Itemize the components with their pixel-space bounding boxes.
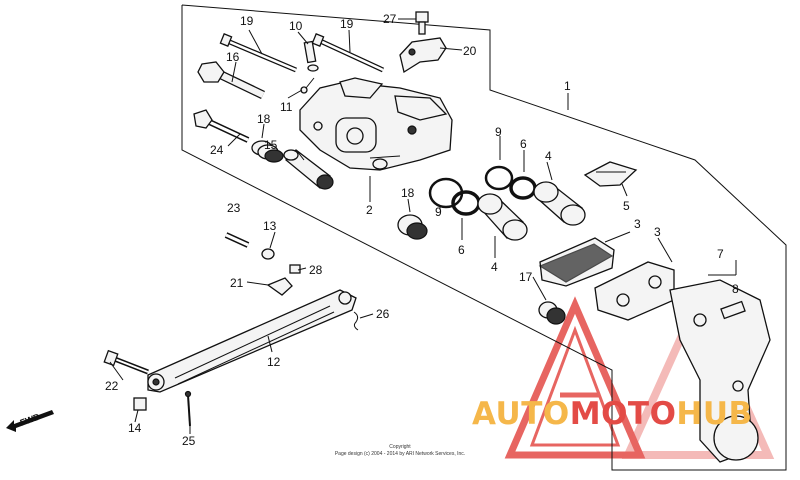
callout-3a: 3 bbox=[634, 217, 641, 231]
callout-21: 21 bbox=[230, 276, 244, 290]
callout-13: 13 bbox=[263, 219, 277, 233]
pin-8 bbox=[720, 300, 746, 320]
bracket-20 bbox=[399, 37, 447, 74]
copyright-line-2: Page design (c) 2004 - 2014 by ARI Netwo… bbox=[334, 451, 466, 457]
caliper-bracket-7 bbox=[669, 279, 771, 463]
callout-18a: 18 bbox=[257, 112, 271, 126]
caliper-body-2 bbox=[299, 77, 453, 171]
callout-25: 25 bbox=[182, 434, 196, 448]
nut-13 bbox=[261, 248, 275, 260]
callout-26: 26 bbox=[376, 307, 390, 321]
watermark-part-auto: AUTO bbox=[472, 396, 570, 432]
pad-spring-5 bbox=[583, 161, 638, 187]
callout-9a: 9 bbox=[495, 125, 502, 139]
fwd-indicator: FWD bbox=[4, 406, 56, 432]
callout-6a: 6 bbox=[520, 137, 527, 151]
callout-9b: 9 bbox=[435, 205, 442, 219]
pin-16 bbox=[197, 61, 265, 100]
copyright-notice: Copyright Page design (c) 2004 - 2014 by… bbox=[300, 444, 500, 458]
callout-28: 28 bbox=[309, 263, 323, 277]
callout-11: 11 bbox=[280, 100, 293, 114]
nut-14 bbox=[133, 397, 147, 411]
clip-26 bbox=[353, 311, 359, 331]
piston-4-left bbox=[477, 193, 528, 241]
callout-18b: 18 bbox=[401, 186, 415, 200]
callout-6b: 6 bbox=[458, 243, 465, 257]
fwd-arrow-icon: FWD bbox=[6, 410, 54, 432]
bolt-24 bbox=[193, 109, 250, 143]
callout-27: 27 bbox=[383, 12, 397, 26]
callout-12: 12 bbox=[267, 355, 281, 369]
seals-9-6-right bbox=[484, 165, 537, 200]
callout-labels: 1 2 3 3 4 4 5 6 6 7 8 9 9 10 11 12 13 14… bbox=[105, 12, 739, 448]
bolt-19-left bbox=[219, 33, 297, 73]
callout-20: 20 bbox=[463, 44, 477, 58]
leader-lines bbox=[109, 18, 737, 434]
bolt-19-right bbox=[311, 33, 385, 73]
callout-2: 2 bbox=[366, 203, 373, 217]
bolt-22 bbox=[103, 349, 149, 375]
bleeder-valve-10 bbox=[300, 40, 319, 94]
watermark-text: AUTOMOTOHUB bbox=[472, 396, 753, 432]
callout-14: 14 bbox=[128, 421, 142, 435]
boot-17 bbox=[538, 301, 566, 325]
brake-pad-3-front bbox=[538, 237, 615, 287]
callout-19a: 19 bbox=[240, 14, 254, 28]
callout-22: 22 bbox=[105, 379, 119, 393]
bolt-27 bbox=[415, 11, 429, 35]
callout-17: 17 bbox=[519, 270, 533, 284]
copyright-line-1: Copyright bbox=[389, 444, 411, 450]
brake-pad-3-rear bbox=[594, 261, 675, 321]
callout-10: 10 bbox=[289, 19, 303, 33]
bracket-21 bbox=[266, 277, 293, 296]
callout-1: 1 bbox=[564, 79, 571, 93]
callout-5: 5 bbox=[623, 199, 630, 213]
torque-rod-12 bbox=[147, 289, 357, 393]
assembly-boundary bbox=[181, 4, 787, 471]
callout-23: 23 bbox=[227, 201, 241, 215]
bolt-23 bbox=[224, 232, 250, 248]
callout-24: 24 bbox=[210, 143, 224, 157]
callout-19b: 19 bbox=[340, 17, 354, 31]
callout-15: 15 bbox=[264, 138, 278, 152]
callout-4a: 4 bbox=[545, 149, 552, 163]
watermark-part-moto: MOTO bbox=[569, 396, 677, 432]
callout-4b: 4 bbox=[491, 260, 498, 274]
sleeve-15 bbox=[283, 149, 334, 190]
callout-16: 16 bbox=[226, 50, 240, 64]
piston-4-right bbox=[533, 181, 586, 226]
watermark-part-hub: HUB bbox=[676, 396, 753, 432]
fwd-label: FWD bbox=[19, 411, 42, 428]
clip-28 bbox=[289, 264, 301, 274]
callout-7: 7 bbox=[717, 247, 724, 261]
boot-18-lower bbox=[397, 214, 428, 240]
cotter-pin-25 bbox=[184, 390, 192, 427]
boot-18-upper bbox=[251, 140, 284, 163]
callout-8: 8 bbox=[732, 282, 739, 296]
callout-3b: 3 bbox=[654, 225, 661, 239]
